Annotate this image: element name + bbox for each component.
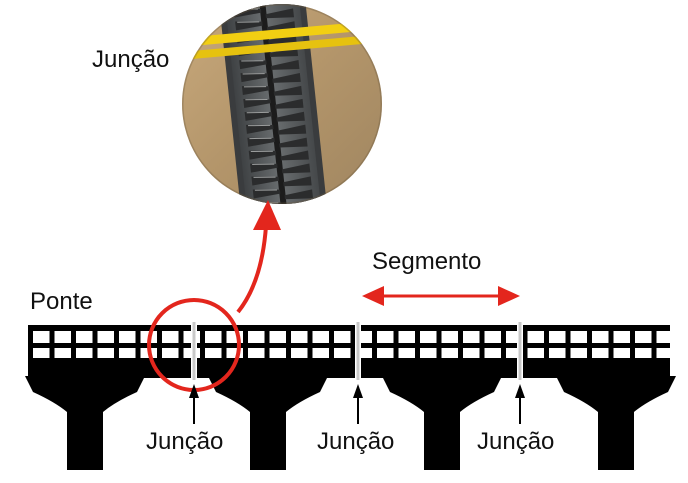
railing-post xyxy=(307,325,313,359)
railing-post xyxy=(200,325,205,359)
railing-post xyxy=(350,325,356,359)
joint-gap-line xyxy=(518,322,522,380)
junction-label-1: Junção xyxy=(146,428,224,455)
expansion-joint-photo xyxy=(182,4,382,204)
finger-highlight xyxy=(243,86,267,88)
railing-post xyxy=(393,325,399,359)
finger-tooth xyxy=(251,176,280,186)
finger-highlight xyxy=(242,73,265,75)
bridge-pier xyxy=(556,376,676,470)
railing-post xyxy=(522,325,528,359)
railing-post xyxy=(178,325,184,359)
zoom-junction-label: Junção xyxy=(92,46,170,73)
finger-highlight xyxy=(237,21,260,23)
finger-tooth xyxy=(235,21,263,31)
bridge xyxy=(25,322,676,470)
finger-tooth xyxy=(285,202,315,204)
finger-tooth xyxy=(284,189,314,200)
railing-post xyxy=(372,325,377,359)
finger-highlight xyxy=(252,163,275,165)
finger-tooth xyxy=(277,124,307,135)
railing-post xyxy=(329,325,334,359)
finger-tooth xyxy=(245,124,274,134)
finger-tooth xyxy=(241,86,270,96)
finger-tooth xyxy=(240,73,269,83)
bridge-pier xyxy=(25,376,145,470)
finger-tooth xyxy=(276,111,305,122)
joint-gaps xyxy=(191,322,523,380)
finger-highlight xyxy=(245,98,268,101)
finger-highlight xyxy=(250,150,273,153)
railing-post xyxy=(71,325,76,359)
railing-post xyxy=(415,325,420,359)
joint-gap-line xyxy=(192,322,196,380)
finger-tooth xyxy=(250,163,278,173)
bridge-deck xyxy=(28,358,670,378)
finger-tooth xyxy=(272,72,301,83)
finger-tooth xyxy=(244,111,273,121)
bridge-pier xyxy=(208,376,328,470)
arrow-up-icon xyxy=(353,384,363,424)
railing-post xyxy=(608,325,614,359)
railing-post xyxy=(264,325,270,359)
railing-post xyxy=(135,325,141,359)
bridge-pier xyxy=(382,376,502,470)
finger-tooth xyxy=(273,85,303,96)
railing-top-rail xyxy=(28,325,670,331)
finger-highlight xyxy=(254,189,277,191)
finger-tooth xyxy=(275,98,304,109)
finger-highlight xyxy=(253,176,276,178)
finger-tooth xyxy=(247,137,275,147)
railing-post xyxy=(587,325,592,359)
finger-tooth xyxy=(239,60,267,70)
finger-highlight xyxy=(241,60,264,62)
finger-tooth xyxy=(279,137,308,148)
finger-tooth xyxy=(283,176,312,187)
bridge-piers xyxy=(25,376,676,470)
railing-post xyxy=(436,325,442,359)
railing-post xyxy=(458,325,463,359)
curved-arrow-up-icon xyxy=(236,200,281,314)
railing-post xyxy=(565,325,571,359)
finger-tooth xyxy=(281,163,311,174)
finger-highlight xyxy=(249,137,272,140)
double-headed-arrow-icon xyxy=(362,286,520,306)
railing-post xyxy=(243,325,248,359)
railing-post xyxy=(501,325,506,359)
finger-tooth xyxy=(252,189,281,199)
arrow-up-icon xyxy=(515,384,525,424)
finger-tooth xyxy=(280,150,309,161)
railing-post xyxy=(114,325,119,359)
railing-mid-rail xyxy=(28,343,670,348)
finger-tooth xyxy=(265,8,295,19)
finger-highlight xyxy=(248,124,271,127)
junction-pointers xyxy=(189,384,525,424)
railing-post xyxy=(286,325,291,359)
railing-post xyxy=(479,325,485,359)
bridge-label: Ponte xyxy=(30,288,93,315)
railing-posts xyxy=(28,325,657,359)
railing-post xyxy=(221,325,227,359)
railing-post xyxy=(630,325,635,359)
joint-gap-line xyxy=(356,322,360,380)
segment-label: Segmento xyxy=(372,248,482,275)
finger-tooth xyxy=(248,150,277,160)
railing-post xyxy=(651,325,657,359)
junction-label-2: Junção xyxy=(317,428,395,455)
railing-post xyxy=(544,325,549,359)
railing-post xyxy=(49,325,55,359)
finger-highlight xyxy=(246,111,269,114)
junction-label-3: Junção xyxy=(477,428,555,455)
railing-post xyxy=(92,325,98,359)
finger-tooth xyxy=(270,60,300,70)
finger-tooth xyxy=(243,99,271,108)
railing-post xyxy=(157,325,162,359)
railing-post xyxy=(28,325,33,359)
arrow-up-icon xyxy=(189,384,199,424)
